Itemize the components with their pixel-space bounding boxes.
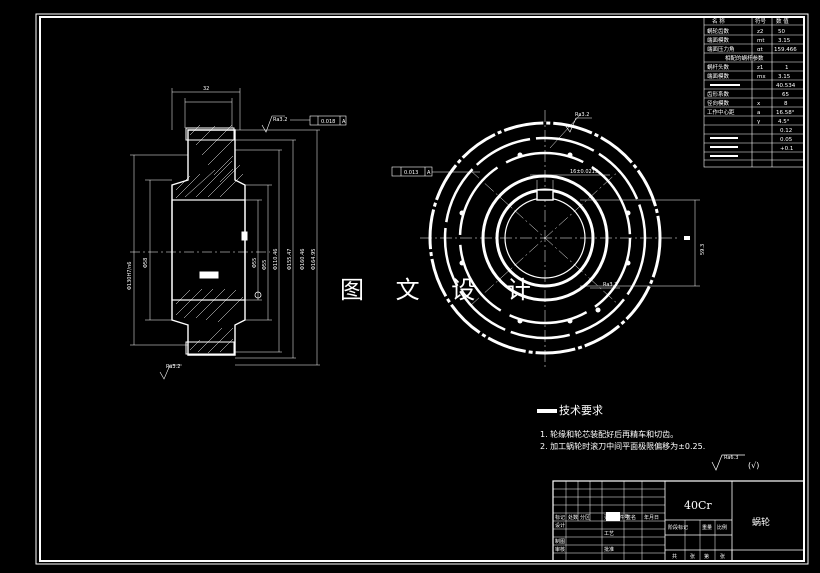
- title-label: 标记: [555, 514, 565, 521]
- param-row-label: 蜗轮齿数: [707, 27, 730, 35]
- param-header-value: 数 值: [776, 17, 789, 25]
- tech-title: 技术要求: [559, 404, 603, 417]
- param-row-symbol: mt: [757, 38, 765, 44]
- param-row-symbol: mx: [757, 74, 766, 80]
- param-row-label: 径向模数: [707, 99, 730, 107]
- param-row-value: 16.58°: [776, 110, 795, 116]
- param-row-value: 159.466: [774, 47, 797, 53]
- param-row-label: 端面模数: [707, 72, 730, 80]
- ra-side-label: Ra3.2: [575, 112, 589, 118]
- param-row-value: 1: [785, 65, 789, 71]
- title-label: 签名: [626, 514, 636, 521]
- ra-bottom-label: Ra3.2: [166, 364, 180, 370]
- param-row-label: 端面压力角: [707, 45, 735, 53]
- dim-bore: Φ55: [252, 258, 258, 268]
- dim-d4: Φ160.46: [300, 249, 306, 270]
- roughness-note-symbol: [711, 454, 745, 471]
- param-row-value: 3.15: [778, 38, 791, 44]
- title-label: 批准: [604, 546, 614, 553]
- title-label: 处数: [568, 514, 578, 521]
- ra-top-label: Ra3.2: [273, 117, 287, 123]
- tol-datum-label: A: [342, 119, 346, 125]
- watermark-text: 图 文 设 计: [340, 276, 543, 304]
- param-row-label: 相配的蜗杆参数: [725, 54, 764, 62]
- param-row-value: 3.15: [778, 74, 791, 80]
- param-row-value: +0.1: [780, 146, 793, 152]
- title-label: 审核: [555, 546, 565, 553]
- title-label: 共: [672, 553, 677, 560]
- param-row-value: 0.12: [780, 128, 792, 134]
- title-label: 设计: [555, 522, 565, 529]
- param-row-symbol: αt: [757, 47, 764, 53]
- end-view-labels: 0.013 A 16±0.0215 59.3 Ra3.2 Ra3.2: [404, 112, 706, 288]
- param-row-label: 蜗杆头数: [707, 63, 730, 71]
- tol-datum2-label: A: [427, 170, 431, 176]
- inner-border: [39, 16, 805, 562]
- param-row-symbol: x: [757, 101, 761, 107]
- title-label: 更改文件号: [604, 514, 629, 521]
- tol-runout-label: 0.018: [321, 119, 335, 125]
- param-header-name: 名 称: [712, 17, 725, 25]
- param-row-value: 40.534: [776, 83, 796, 89]
- param-row-symbol: z1: [757, 65, 763, 71]
- tol-runout2-label: 0.013: [404, 170, 418, 176]
- title-label: 张: [720, 553, 725, 560]
- outer-border: [35, 13, 809, 565]
- dim-d1: Φ110.46: [273, 249, 279, 270]
- param-row-value: 4.5°: [778, 119, 790, 125]
- title-label: 第: [704, 553, 709, 560]
- section-view: [130, 88, 347, 380]
- title-label: 重量: [702, 524, 712, 531]
- title-block: [552, 480, 805, 562]
- param-table-bars: [710, 84, 740, 157]
- dim-hub: Φ55: [262, 260, 268, 270]
- parameter-table-text: 名 称 符号 数 值 蜗轮齿数 z2 50 端面模数 mt 3.15 端面压力角 αt 15…: [707, 17, 797, 152]
- dim-left-dia2: Φ58: [143, 258, 149, 268]
- dim-right: 59.3: [700, 244, 706, 255]
- title-label: 分区: [580, 514, 590, 521]
- title-label: 制图: [555, 538, 565, 545]
- param-row-label: 齿形系数: [707, 90, 730, 98]
- param-row-value: 8: [784, 101, 788, 107]
- dim-keyway: 16±0.0215: [570, 169, 598, 175]
- title-block-text: 标记 处数 分区 更改文件号 签名 年月日 设计 制图 审核 工艺 批准 阶段标…: [555, 514, 727, 560]
- param-row-label: 工作中心距: [707, 108, 735, 116]
- title-label: 阶段标记: [668, 524, 688, 531]
- param-row-label: 端面模数: [707, 36, 730, 44]
- dim-width-top: 32: [203, 86, 209, 92]
- param-row-symbol: γ: [757, 119, 761, 125]
- tech-item-1: 1. 轮缘和轮芯装配好后再精车和切齿。: [540, 429, 678, 439]
- roughness-note-value: Ra6.3: [724, 455, 738, 461]
- end-view: [391, 110, 700, 370]
- title-label: 比例: [717, 524, 727, 531]
- tech-item-2: 2. 加工蜗轮时滚刀中间平面极限偏移为±0.25.: [540, 441, 705, 451]
- roughness-note: (√): [748, 461, 759, 470]
- dim-d5: Φ164.95: [311, 249, 317, 270]
- title-label: 年月日: [644, 514, 659, 521]
- ra-right-label: Ra3.2: [603, 282, 617, 288]
- dim-d3: Φ155.47: [287, 249, 293, 270]
- part-name-label: 蜗轮: [752, 516, 770, 528]
- tech-title-bar: [537, 409, 557, 413]
- title-label: 工艺: [604, 531, 614, 537]
- section-view-labels: 32 0.018 A Ra3.2 Ra3.2 Φ130H7/n6 Φ58 Φ55…: [127, 86, 346, 370]
- param-row-symbol: z2: [757, 29, 763, 35]
- parameter-table: [703, 16, 805, 168]
- title-label: 张: [690, 553, 695, 560]
- param-header-symbol: 符号: [755, 17, 767, 25]
- param-row-value: 0.05: [780, 137, 793, 143]
- material-label: 40Cr: [684, 499, 712, 512]
- dim-left-dia: Φ130H7/n6: [127, 262, 133, 290]
- param-row-value: 65: [782, 92, 789, 98]
- param-row-symbol: a: [757, 110, 760, 116]
- param-row-value: 50: [778, 29, 785, 35]
